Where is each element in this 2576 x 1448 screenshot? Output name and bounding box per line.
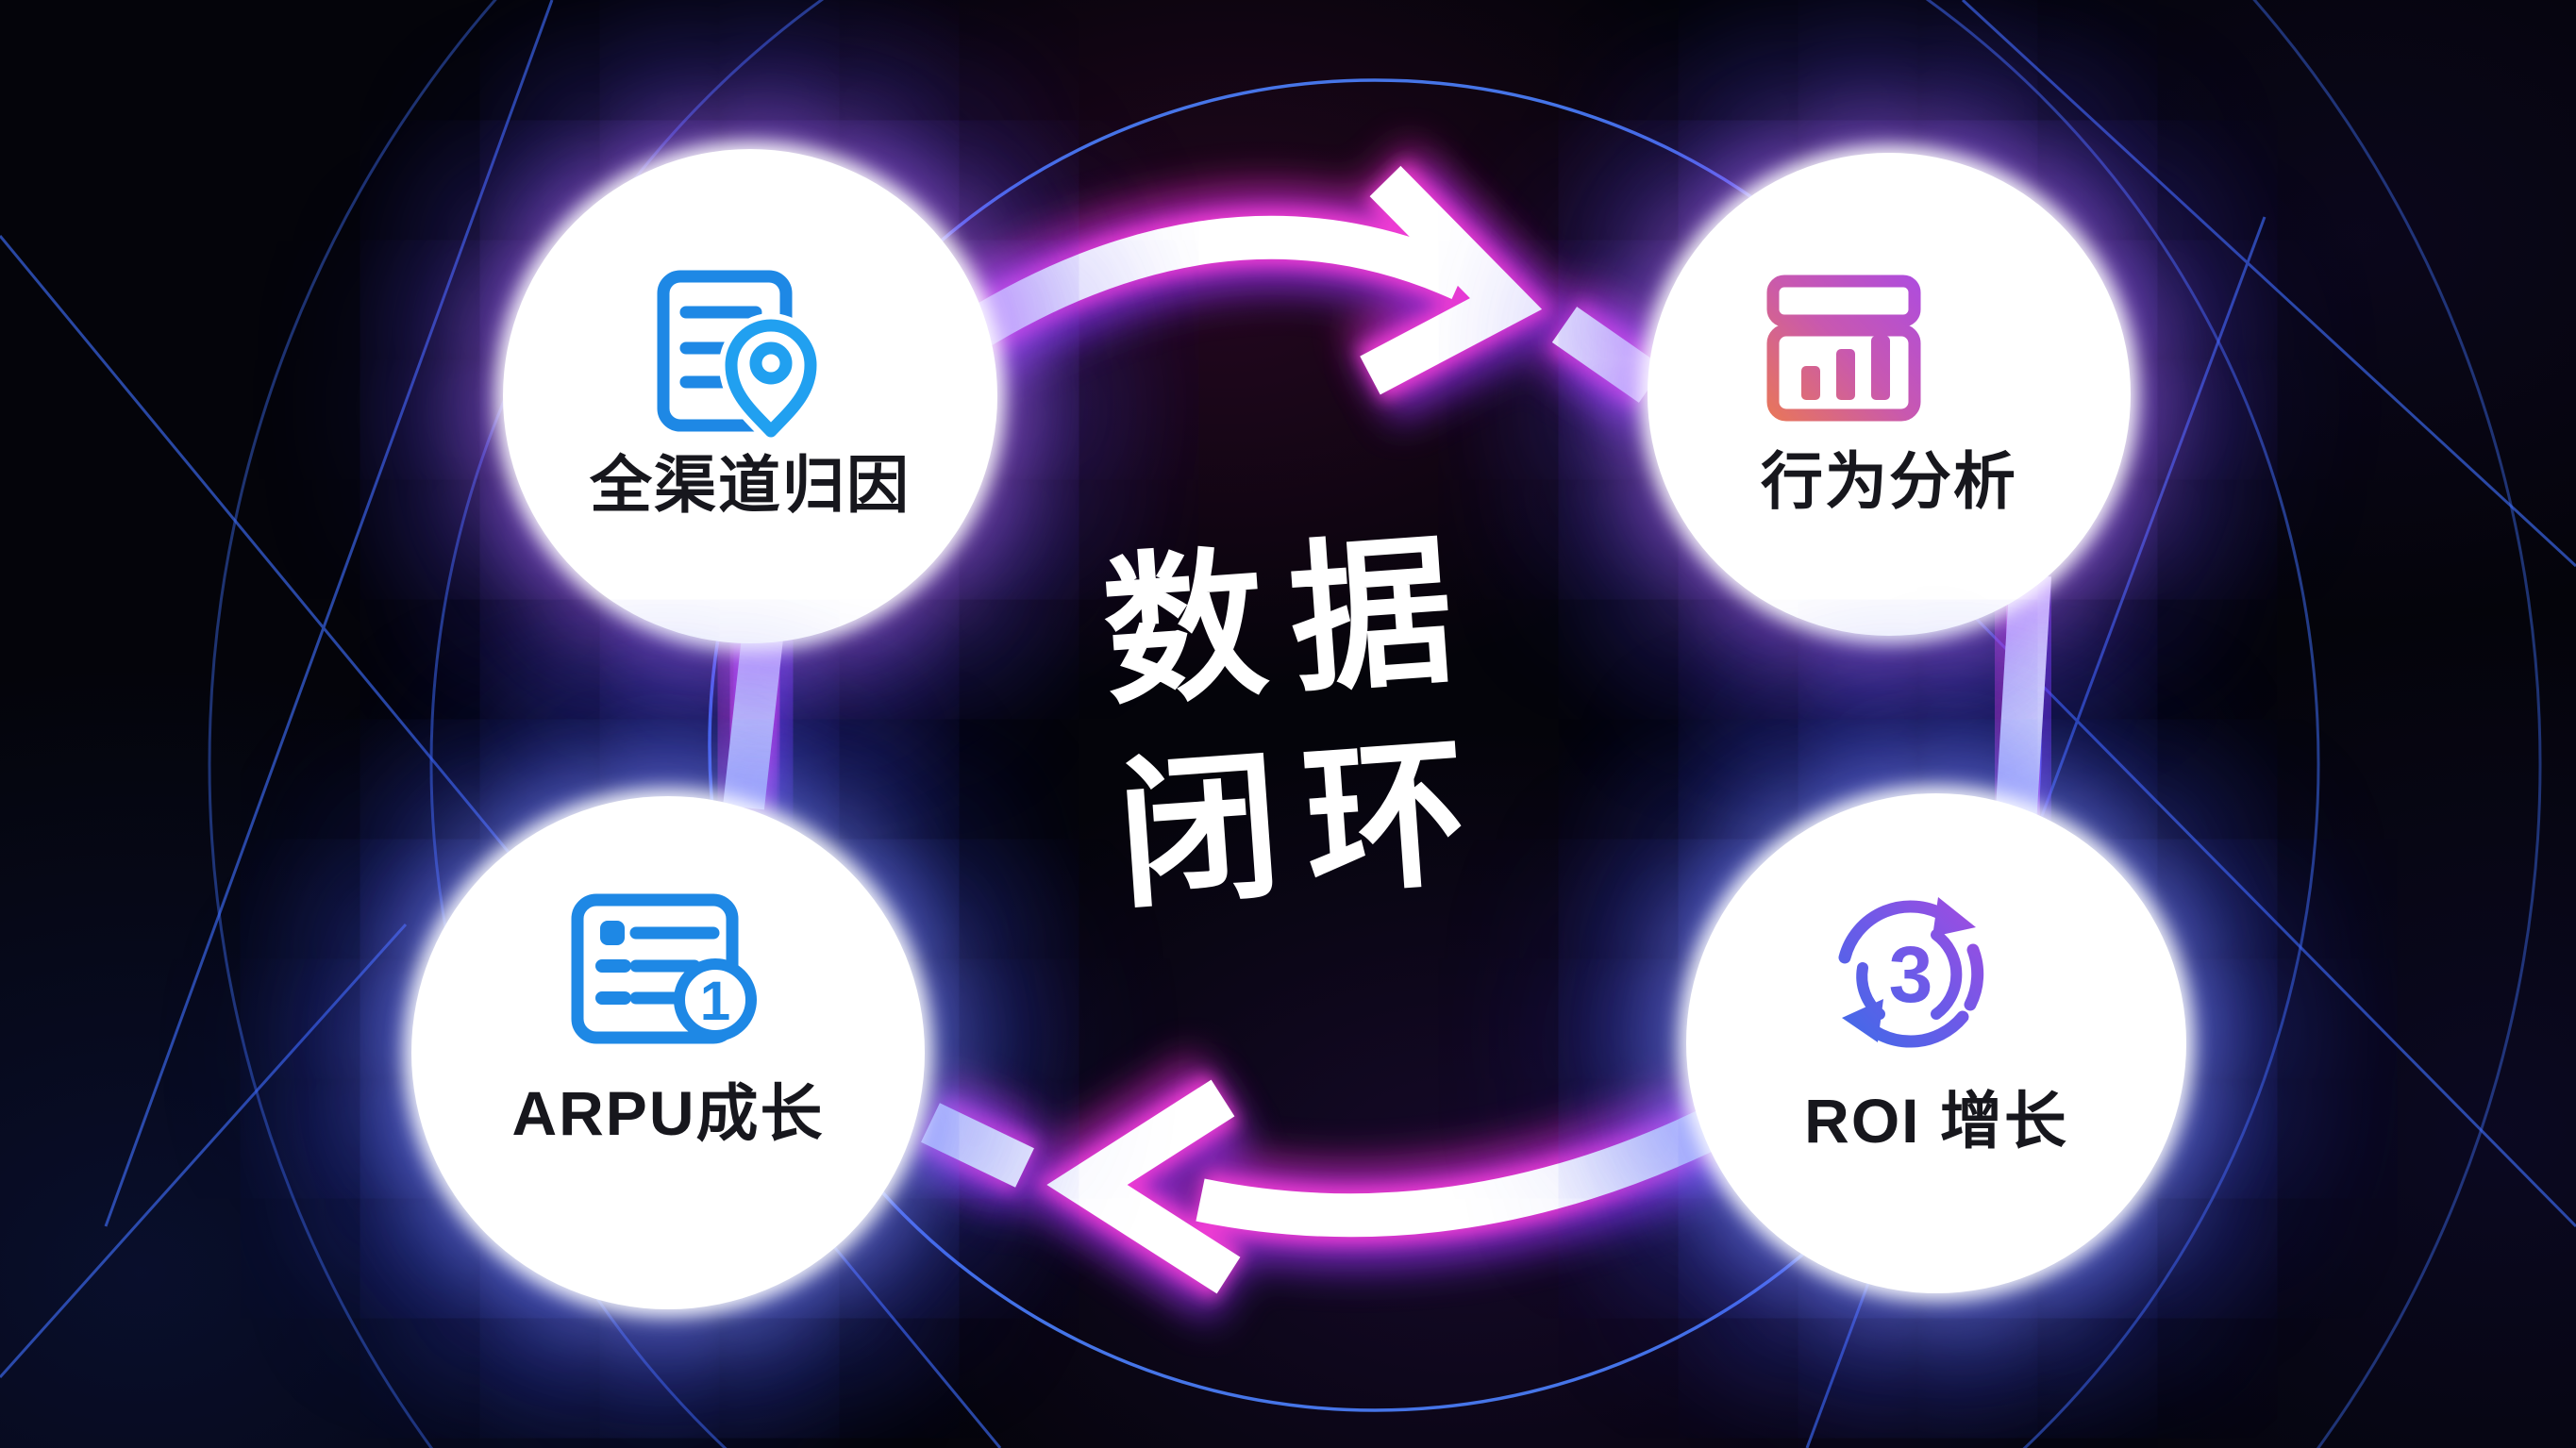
node-omni-attribution: 全渠道归因 [503,149,997,643]
node-label: 全渠道归因 [590,450,911,520]
center-title-line1: 数据 [1097,518,1483,725]
node-arpu-growth: 1 ARPU成长 [411,796,925,1309]
node-roi-growth: 3 ROI 增长 [1686,793,2186,1293]
center-title-line2: 闭环 [1112,721,1497,928]
flow-arrow-top [943,170,1658,398]
connector-right [2007,572,2039,830]
center-title: 数据 闭环 [1001,502,1595,946]
flow-arrow-bottom [925,1072,1801,1289]
node-label: 行为分析 [1761,446,2017,516]
node-label: ARPU成长 [511,1078,825,1148]
cycle-arrows-icon: 3 [1838,897,1984,1048]
list-badge-icon: 1 [571,893,757,1044]
document-location-icon [657,270,823,443]
window-barchart-icon [1766,275,1921,422]
badge-number: 1 [700,971,730,1032]
node-label: ROI 增长 [1804,1086,2068,1156]
node-behavior-analysis: 行为分析 [1648,153,2131,636]
cycle-number: 3 [1889,930,1933,1019]
